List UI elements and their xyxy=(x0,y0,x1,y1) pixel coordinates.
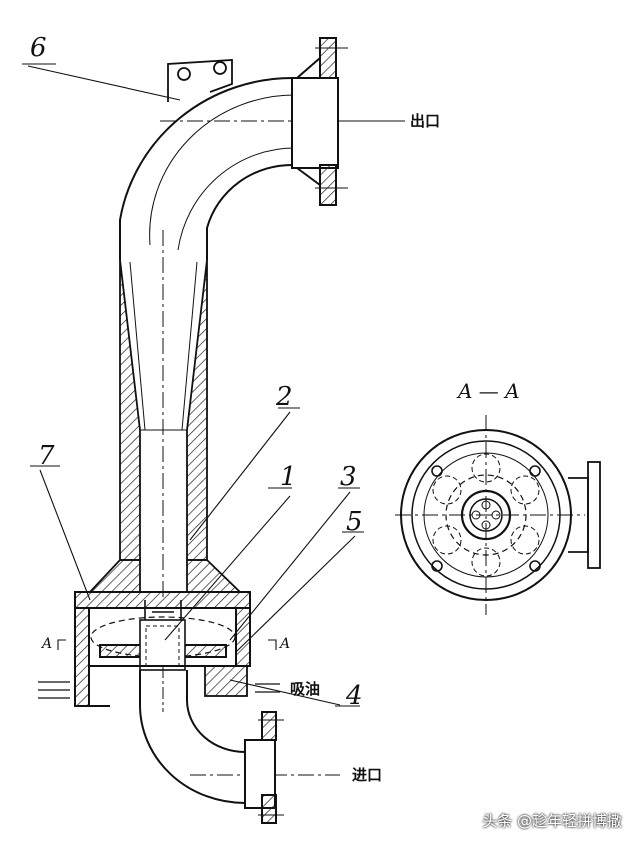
part-number-4: 4 xyxy=(345,681,363,711)
outlet-elbow xyxy=(119,76,385,260)
diffuser-shoulder xyxy=(87,559,243,593)
section-mark-left: A xyxy=(40,636,52,652)
outlet-flange xyxy=(291,37,348,206)
part-number-3: 3 xyxy=(340,462,357,492)
suction-label: 吸油 xyxy=(290,680,320,698)
section-a-a-view xyxy=(395,415,601,615)
outlet-label: 出口 xyxy=(410,112,440,130)
inlet-flange xyxy=(244,711,284,824)
watermark: 头条 @趁年轻拼博撒 xyxy=(482,812,622,830)
part-number-2: 2 xyxy=(275,382,293,412)
part-number-1: 1 xyxy=(280,462,297,492)
diffuser-body xyxy=(119,230,208,600)
leader-lines xyxy=(22,63,405,707)
inlet-label: 进口 xyxy=(352,766,382,784)
mounting-bracket xyxy=(167,59,233,102)
part-number-6: 6 xyxy=(30,33,47,63)
suction-port xyxy=(38,665,280,712)
part-number-7: 7 xyxy=(38,441,55,471)
section-mark-right: A xyxy=(278,636,290,652)
section-title: A — A xyxy=(456,379,520,403)
part-number-5: 5 xyxy=(346,507,363,537)
nozzle xyxy=(144,600,182,620)
